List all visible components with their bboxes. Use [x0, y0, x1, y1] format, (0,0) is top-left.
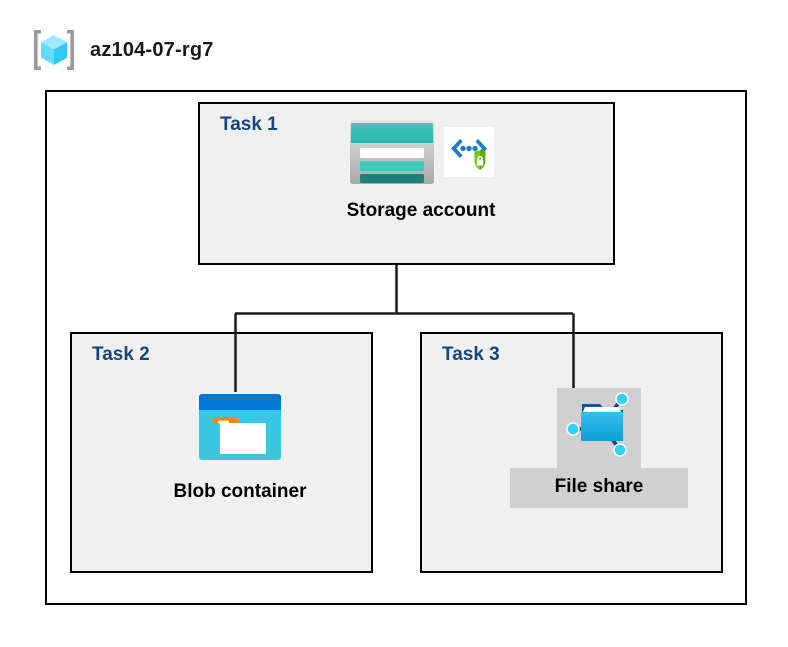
resource-group-header: az104-07-rg7 [30, 26, 214, 74]
blob-container-caption: Blob container [173, 481, 307, 502]
resource-group-cube-icon [30, 26, 78, 74]
secure-endpoint-shield-icon [444, 126, 494, 182]
storage-account-caption: Storage account [346, 200, 496, 221]
file-share-node[interactable]: File share [510, 388, 688, 508]
file-share-icon-highlight [557, 388, 641, 468]
blob-container-icon [198, 392, 282, 467]
storage-account-icon-group [348, 118, 494, 190]
file-share-folder-icon [562, 391, 636, 466]
storage-account-icon [348, 117, 436, 192]
file-share-caption: File share [510, 468, 688, 508]
blob-container-node[interactable]: Blob container [155, 392, 325, 503]
task-1-label: Task 1 [220, 114, 278, 135]
task-2-label: Task 2 [92, 344, 150, 365]
storage-account-node[interactable]: Storage account [346, 118, 496, 222]
task-3-label: Task 3 [442, 344, 500, 365]
resource-group-name: az104-07-rg7 [90, 38, 214, 61]
